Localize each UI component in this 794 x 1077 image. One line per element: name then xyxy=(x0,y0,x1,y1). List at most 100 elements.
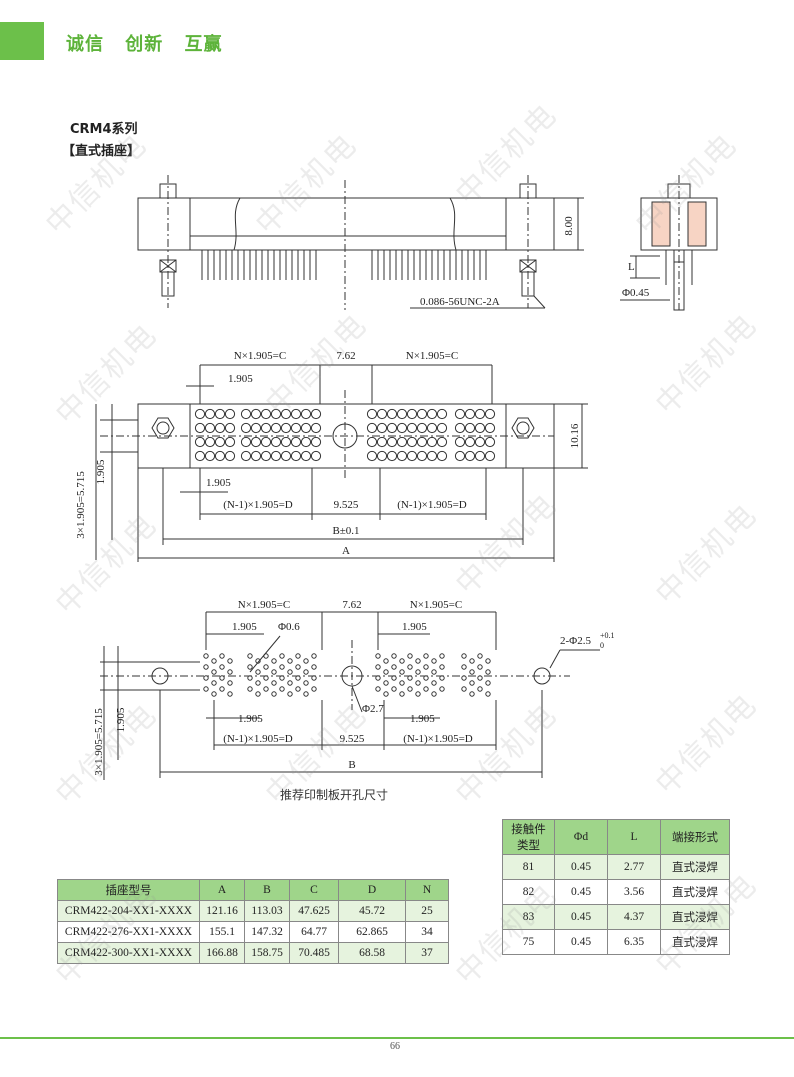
contact-hole xyxy=(386,450,398,462)
pcb-hole xyxy=(469,680,475,686)
contact-hole xyxy=(474,436,486,448)
pcb-hole xyxy=(469,658,475,664)
pcb-hole xyxy=(227,691,233,697)
figure-caption: 推荐印制板开孔尺寸 xyxy=(280,788,389,802)
dim-1905-top: 1.905 xyxy=(228,373,253,385)
top-view: N×1.905=C 7.62 N×1.905=C 1.905 10.16 1.9… xyxy=(75,350,588,562)
pcb-hole xyxy=(461,664,467,670)
contact-hole xyxy=(310,450,322,462)
table-header-row: 插座型号 A B C D N xyxy=(57,879,449,901)
contact-hole xyxy=(260,408,272,420)
pcb-hole xyxy=(383,669,389,675)
pcb-hole xyxy=(431,691,437,697)
pcb-hole xyxy=(203,664,209,670)
dim-1905-bottom: 1.905 xyxy=(206,477,231,489)
contact-hole xyxy=(406,422,418,434)
pcb-hole xyxy=(311,686,317,692)
dim-b-tol: B±0.1 xyxy=(332,525,359,537)
contact-hole xyxy=(240,436,252,448)
pcb-hole xyxy=(219,653,225,659)
contact-hole xyxy=(464,408,476,420)
contact-hole xyxy=(240,408,252,420)
contact-hole xyxy=(406,450,418,462)
contact-hole xyxy=(224,436,236,448)
contact-hole xyxy=(386,422,398,434)
contact-hole xyxy=(194,450,206,462)
contact-hole xyxy=(376,408,388,420)
contact-hole xyxy=(484,436,496,448)
contact-hole xyxy=(406,408,418,420)
dim-1905-pcb-b: 1.905 xyxy=(402,621,427,633)
contact-hole xyxy=(464,450,476,462)
dim-1905-vert-pcb: 1.905 xyxy=(115,707,127,732)
contact-hole xyxy=(436,450,448,462)
table-cell: 158.75 xyxy=(244,942,290,964)
dim-a: A xyxy=(342,545,350,557)
contact-hole xyxy=(366,450,378,462)
contact-hole xyxy=(204,450,216,462)
col-L: L xyxy=(607,819,661,855)
dim-n1d-right: (N-1)×1.905=D xyxy=(397,499,467,511)
pcb-hole xyxy=(271,658,277,664)
pcb-hole xyxy=(391,664,397,670)
pcb-hole xyxy=(203,675,209,681)
contact-hole xyxy=(416,408,428,420)
table-cell: 70.485 xyxy=(289,942,339,964)
dim-n1d-pcb-left: (N-1)×1.905=D xyxy=(223,733,293,745)
contact-hole xyxy=(194,408,206,420)
dim-nxc-pcb-right: N×1.905=C xyxy=(410,599,462,611)
pcb-hole xyxy=(391,653,397,659)
contact-hole xyxy=(240,450,252,462)
pcb-hole xyxy=(287,658,293,664)
contact-hole xyxy=(454,436,466,448)
pcb-hole xyxy=(391,686,397,692)
pcb-hole xyxy=(477,675,483,681)
pcb-hole xyxy=(287,680,293,686)
table-cell: 0.45 xyxy=(554,879,608,905)
pcb-layout-view: N×1.905=C 7.62 N×1.905=C 1.905 Φ0.6 1.90… xyxy=(93,599,615,780)
contact-hole xyxy=(214,450,226,462)
contact-hole xyxy=(300,450,312,462)
dim-height-8: 8.00 xyxy=(563,216,575,236)
pcb-hole xyxy=(263,686,269,692)
contact-hole xyxy=(406,436,418,448)
table-cell: 25 xyxy=(405,900,449,922)
pcb-hole xyxy=(477,664,483,670)
contact-hole xyxy=(260,422,272,434)
contact-hole xyxy=(310,436,322,448)
side-view: 8.00 0.086-56UNC-2A xyxy=(137,175,584,310)
contact-hole xyxy=(484,408,496,420)
pcb-hole xyxy=(247,664,253,670)
pcb-hole xyxy=(247,686,253,692)
pcb-hole xyxy=(399,669,405,675)
pcb-hole xyxy=(303,691,309,697)
pcb-hole xyxy=(263,675,269,681)
contact-hole xyxy=(396,436,408,448)
contact-hole xyxy=(280,408,292,420)
contact-hole xyxy=(260,450,272,462)
pcb-hole xyxy=(423,686,429,692)
pcb-hole xyxy=(431,658,437,664)
contact-hole xyxy=(270,422,282,434)
contact-hole xyxy=(250,408,262,420)
pcb-hole xyxy=(415,658,421,664)
contact-hole xyxy=(464,436,476,448)
page-number: 66 xyxy=(390,1041,400,1052)
contact-hole xyxy=(396,408,408,420)
contact-hole xyxy=(250,422,262,434)
table-cell: 75 xyxy=(502,929,555,955)
dim-L: L xyxy=(628,261,635,273)
pcb-hole xyxy=(375,675,381,681)
col-termination: 端接形式 xyxy=(660,819,730,855)
dim-1016: 10.16 xyxy=(569,423,581,448)
col-n: N xyxy=(405,879,449,901)
contact-hole xyxy=(454,422,466,434)
footer-line xyxy=(0,1037,794,1039)
table-header-row: 接触件类型 Φd L 端接形式 xyxy=(502,819,730,855)
pcb-hole xyxy=(423,675,429,681)
col-contact-type: 接触件类型 xyxy=(502,819,555,855)
contact-hole xyxy=(204,422,216,434)
pcb-hole xyxy=(311,664,317,670)
